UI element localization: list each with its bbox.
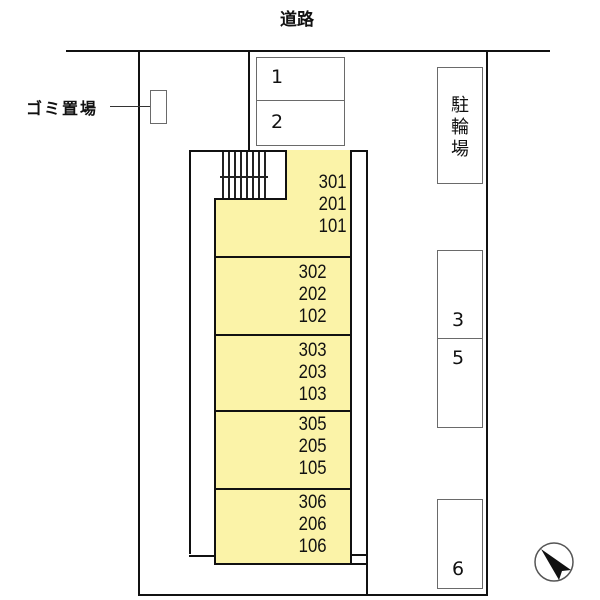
room-105: 105 xyxy=(298,458,327,479)
parking-space-2-label: 2 xyxy=(271,111,284,133)
parking-divider xyxy=(248,50,250,152)
parking-space-3-label: 3 xyxy=(452,309,465,331)
room-306: 306 xyxy=(298,492,327,513)
building-lower-left xyxy=(189,555,216,557)
room-202: 202 xyxy=(298,284,327,305)
parking-space-6: 6 xyxy=(437,499,483,589)
garbage-label: ゴミ置場 xyxy=(26,99,99,118)
unit-1-rooms: 301 201 101 xyxy=(313,172,352,238)
room-106: 106 xyxy=(298,536,327,557)
site-boundary-bottom xyxy=(138,594,488,596)
bicycle-parking-char-2: 輪 xyxy=(451,117,469,138)
parking-space-5: 5 xyxy=(437,338,483,428)
room-103: 103 xyxy=(298,384,327,405)
unit-block-1-lower xyxy=(214,198,352,258)
staircase xyxy=(220,152,268,200)
parking-space-2: 2 xyxy=(256,100,345,146)
room-203: 203 xyxy=(298,362,327,383)
room-201: 201 xyxy=(318,194,347,215)
bicycle-parking-char-3: 場 xyxy=(451,139,469,160)
room-206: 206 xyxy=(298,514,327,535)
unit-block-3: 303 203 103 xyxy=(214,334,352,412)
parking-space-1-label: 1 xyxy=(271,66,284,88)
parking-space-1: 1 xyxy=(256,57,345,102)
parking-space-5-label: 5 xyxy=(452,347,465,369)
road-boundary-line xyxy=(66,50,550,52)
parking-space-3: 3 xyxy=(437,250,483,340)
unit-block-2: 302 202 102 xyxy=(214,256,352,336)
bicycle-parking: 駐 輪 場 xyxy=(437,67,483,184)
north-arrow-icon xyxy=(532,540,576,584)
unit-block-4: 305 205 105 xyxy=(214,410,352,490)
building-bottom-right xyxy=(350,563,368,565)
road-label: 道路 xyxy=(280,10,314,30)
bicycle-parking-char-1: 駐 xyxy=(451,95,469,116)
garbage-area xyxy=(150,90,167,124)
room-302: 302 xyxy=(298,262,327,283)
unit-block-1-lower-fill xyxy=(287,196,352,202)
site-boundary-left xyxy=(138,50,140,596)
room-102: 102 xyxy=(298,306,327,327)
room-301: 301 xyxy=(318,172,347,193)
garbage-leader-line xyxy=(110,106,162,107)
room-303: 303 xyxy=(298,340,327,361)
room-101: 101 xyxy=(318,216,347,237)
unit-block-5: 306 206 106 xyxy=(214,488,352,565)
parking-space-6-label: 6 xyxy=(452,558,465,580)
room-305: 305 xyxy=(298,414,327,435)
building-lower-step xyxy=(189,554,217,562)
unit-block-1-upper xyxy=(285,150,352,200)
site-boundary-right xyxy=(486,50,488,596)
room-205: 205 xyxy=(298,436,327,457)
